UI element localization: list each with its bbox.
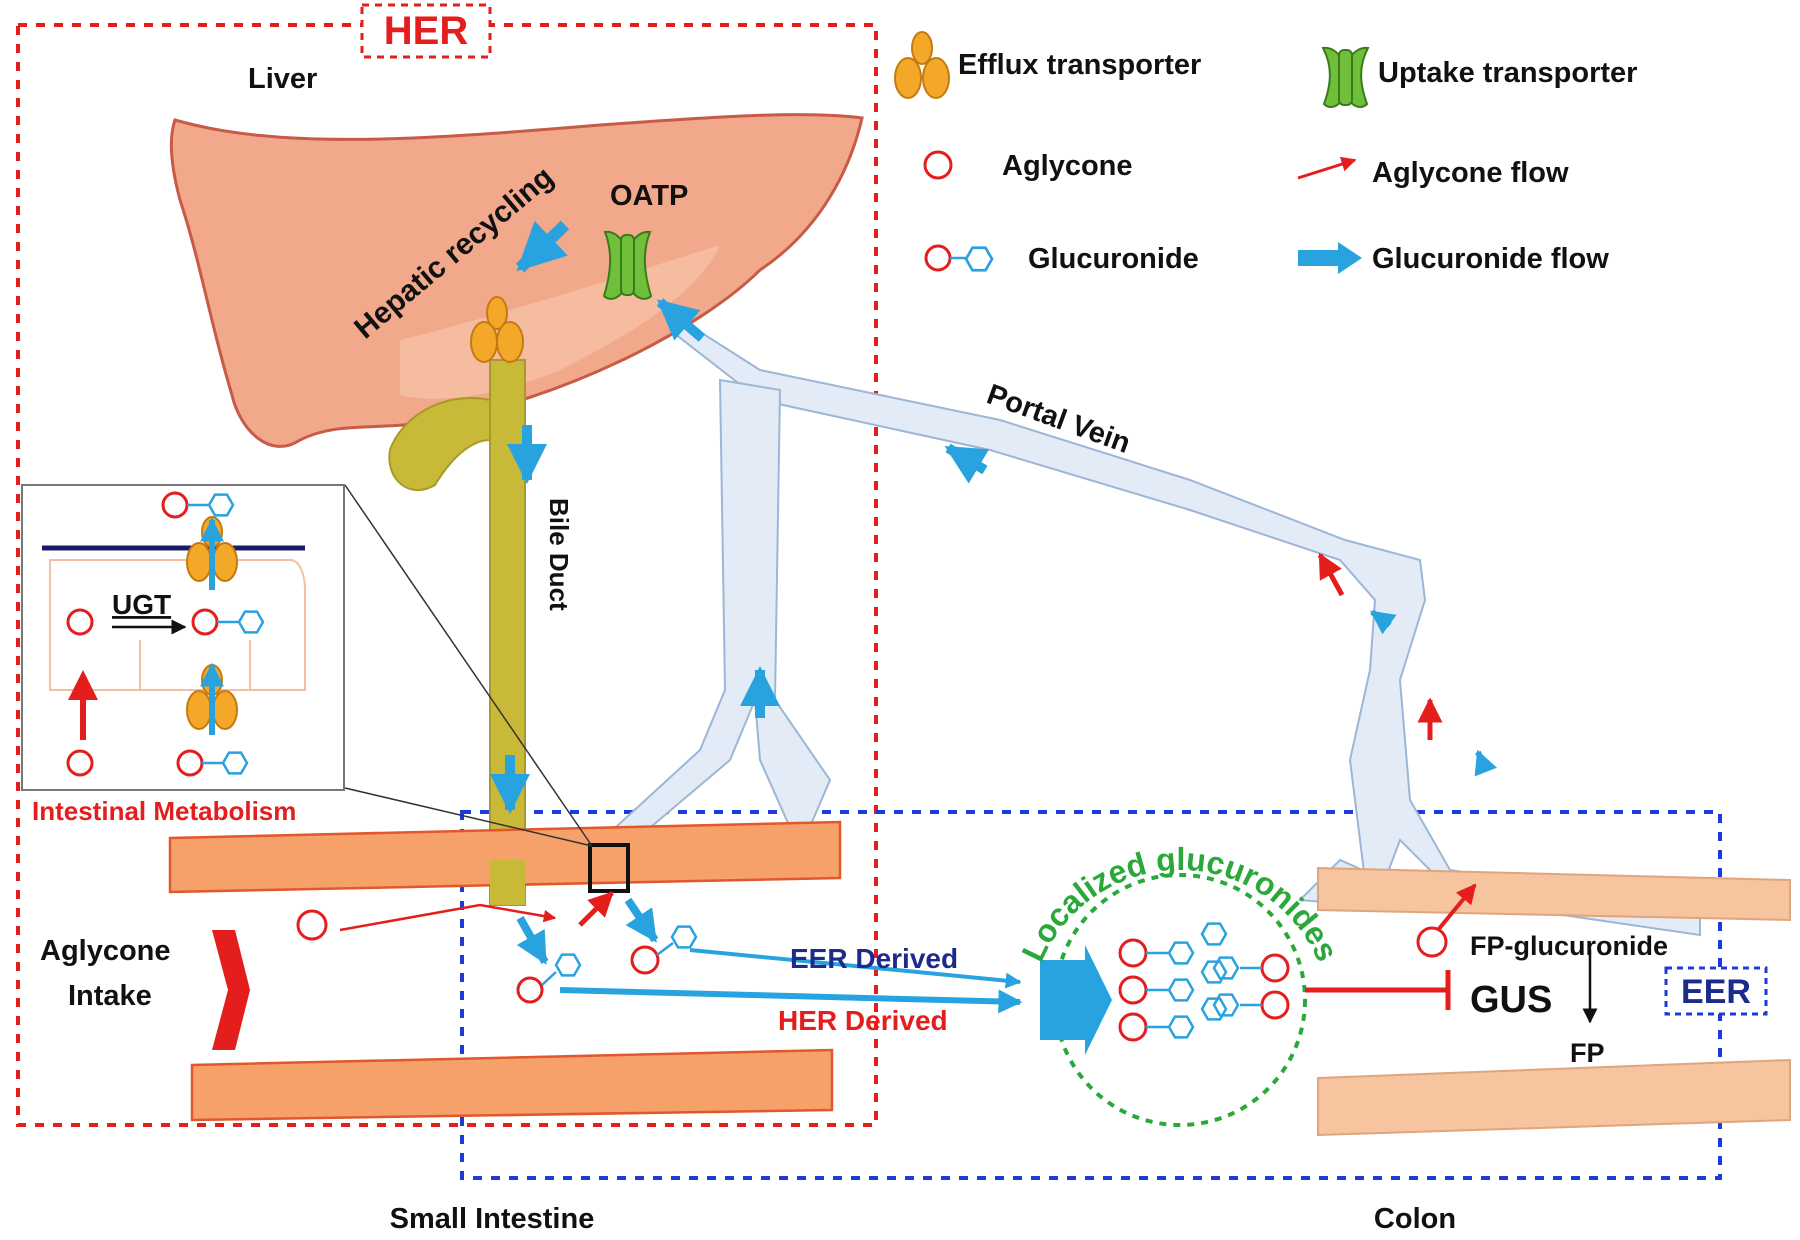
inset-aglycone-uptake-arrow xyxy=(68,670,98,740)
legend-uptake-label: Uptake transporter xyxy=(1378,57,1637,89)
fp-label: FP xyxy=(1570,1038,1605,1068)
portal-vein-flow-arrow xyxy=(944,443,990,484)
oatp-label: OATP xyxy=(610,180,688,212)
colon-lower-wall xyxy=(1317,1058,1791,1137)
legend-efflux-label: Efflux transporter xyxy=(958,49,1201,81)
efflux-transporter-liver xyxy=(470,296,524,363)
bile-duct xyxy=(388,359,526,906)
colon-upper-wall xyxy=(1317,866,1791,922)
legend-aglycone-label: Aglycone xyxy=(1002,150,1133,182)
glucuronide-links xyxy=(187,256,1262,1029)
localized-glucuronides-label: Localized glucuronides xyxy=(1015,841,1346,967)
her-tag-box xyxy=(360,3,492,59)
vein-glucuronide-arrow-low xyxy=(1474,749,1498,777)
legend-glucuronide-flow-arrow xyxy=(1298,242,1362,274)
legend-glucuronide-label: Glucuronide xyxy=(1028,243,1199,275)
legend-aglycone-circle xyxy=(923,150,953,180)
eer-derived-arrow xyxy=(689,948,1022,989)
big-blue-arrow xyxy=(1040,945,1112,1055)
vein-aglycone-arrow-high xyxy=(1317,552,1345,597)
her-region-box xyxy=(16,23,878,1127)
small-intestine-lower-wall xyxy=(190,1048,834,1122)
aglycone-intake-arrow xyxy=(212,930,250,1050)
eer-tag: EER xyxy=(1681,973,1751,1011)
intestinal-metabolism-label: Intestinal Metabolism xyxy=(32,796,296,826)
aglycone-into-enterocyte-arrow xyxy=(578,891,614,927)
efflux-glucuronide-arrow xyxy=(624,897,659,943)
aglycone-intake-label-line2: Intake xyxy=(68,980,152,1012)
eer-tag-box xyxy=(1664,966,1768,1016)
colon-label: Colon xyxy=(1374,1203,1456,1235)
molecules xyxy=(66,150,1448,1042)
legend-aglycone-flow-arrow xyxy=(1297,156,1357,180)
legend-aglycone-flow-label: Aglycone flow xyxy=(1372,157,1569,189)
legend-efflux-icon xyxy=(894,31,950,99)
legend-glucuronide-flow-label: Glucuronide flow xyxy=(1372,243,1609,275)
fp-glucuronide-label: FP-glucuronide xyxy=(1470,931,1668,961)
enterocyte-inset xyxy=(21,484,345,791)
small-intestine-label: Small Intestine xyxy=(390,1203,595,1235)
hepatic-recycling-arrow xyxy=(515,220,570,273)
bile-duct-label: Bile Duct xyxy=(544,498,574,611)
small-intestine-upper-wall xyxy=(168,820,842,894)
liver-organ xyxy=(169,113,864,448)
zoom-region-marker xyxy=(588,843,630,893)
legend-uptake-icon xyxy=(1321,46,1370,108)
her-derived-arrow xyxy=(559,987,1023,1014)
bile-glucuronide-arrow xyxy=(516,916,549,965)
zoom-line-bottom xyxy=(344,787,593,847)
her-derived-label: HER Derived xyxy=(778,1005,948,1036)
liver-label: Liver xyxy=(248,63,317,95)
bile-duct-outlet xyxy=(490,860,525,905)
aglycone-uptake-arrow xyxy=(339,903,557,932)
aglycone-intake-label-line1: Aglycone xyxy=(40,935,171,967)
gus-label: GUS xyxy=(1470,979,1552,1021)
her-tag: HER xyxy=(384,9,469,53)
vein-glucuronide-arrow-high xyxy=(1370,609,1397,635)
legend-glucuronide-circle xyxy=(924,244,952,272)
colon-aglycone-absorb-arrow xyxy=(1436,883,1477,932)
zoom-line-top xyxy=(344,484,593,847)
liver-uptake-flow-arrow xyxy=(656,298,706,342)
ugt-label: UGT xyxy=(112,589,171,620)
oatp-uptake-transporter xyxy=(602,230,653,300)
eer-derived-label: EER Derived xyxy=(790,943,958,974)
